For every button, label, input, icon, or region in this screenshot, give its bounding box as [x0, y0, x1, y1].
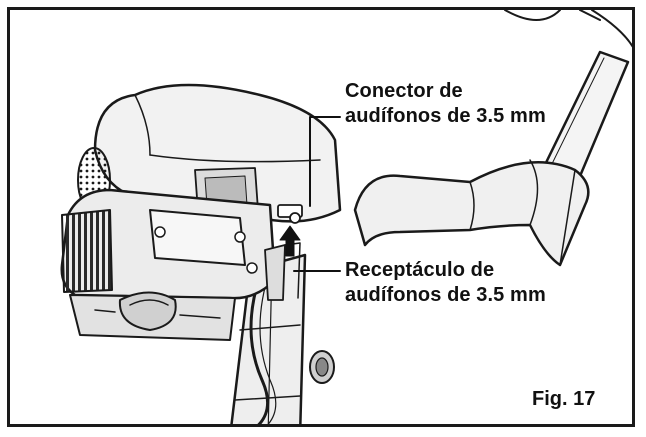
figure-frame	[7, 7, 635, 427]
headphone-jack-area	[264, 204, 303, 301]
headphone-connector-callout: Conector de audífonos de 3.5 mm	[345, 79, 546, 129]
headphone-jack-callout: Receptáculo de audífonos de 3.5 mm	[345, 258, 546, 308]
main-shaft	[230, 253, 335, 424]
callout-line: Receptáculo de	[345, 259, 495, 281]
handle-grip	[353, 159, 590, 267]
callout-line: Conector de	[345, 80, 463, 102]
callout-line: audífonos de 3.5 mm	[345, 105, 546, 127]
figure-label: Fig. 17	[532, 388, 596, 410]
battery-box	[60, 188, 277, 341]
insert-arrow	[279, 225, 301, 257]
callout-line: audífonos de 3.5 mm	[345, 284, 546, 306]
connector-leader-line	[309, 116, 341, 207]
